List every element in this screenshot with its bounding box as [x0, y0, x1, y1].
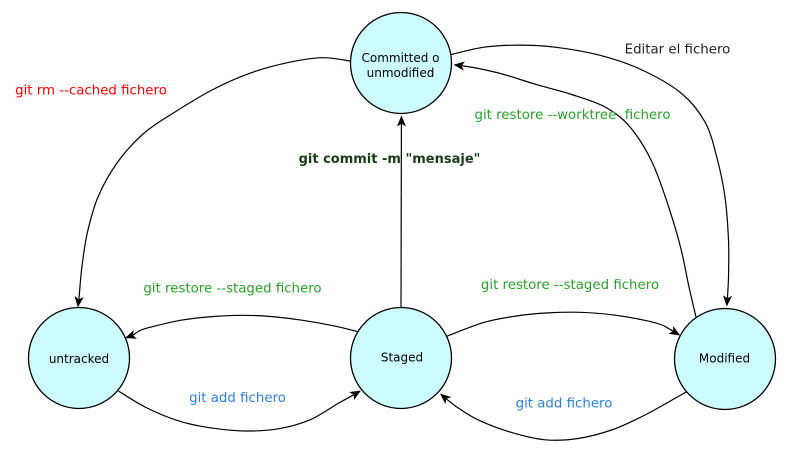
edge-rm-cached-label: git rm --cached fichero — [15, 83, 167, 98]
edge-restore-staged-left — [125, 314, 358, 339]
edge-restore-staged-right — [446, 311, 681, 337]
edge-add-left — [118, 390, 361, 432]
edge-editar-fichero — [450, 44, 733, 307]
edge-restore-worktree-label: git restore --worktree fichero — [474, 108, 670, 123]
edge-restore-staged-left-label: git restore --staged fichero — [143, 281, 321, 296]
edge-editar-fichero-arrowhead — [723, 295, 733, 307]
edge-editar-fichero-path — [450, 44, 730, 299]
node-labels-layer: Committed o unmodified untracked Staged … — [49, 51, 750, 366]
edge-restore-staged-right-arrowhead — [668, 325, 681, 336]
edge-rm-cached-arrowhead — [74, 296, 84, 308]
node-committed-circle — [349, 11, 453, 115]
edge-commit-arrowhead — [396, 115, 407, 127]
edge-restore-staged-right-label: git restore --staged fichero — [481, 278, 659, 293]
edge-add-left-label: git add fichero — [189, 391, 286, 406]
edge-restore-worktree — [453, 61, 697, 318]
edge-commit-label: git commit -m "mensaje" — [299, 152, 481, 167]
edge-rm-cached — [74, 57, 351, 308]
edge-commit — [396, 115, 407, 308]
edge-add-left-path — [118, 390, 355, 432]
edge-restore-staged-left-path — [132, 314, 358, 336]
node-committed-label-line2: unmodified — [367, 66, 435, 80]
nodes-layer — [27, 11, 777, 411]
node-modified-circle — [673, 307, 777, 411]
edge-restore-worktree-arrowhead — [453, 61, 465, 71]
edge-add-left-arrowhead — [349, 390, 361, 400]
edge-editar-fichero-label: Editar el fichero — [625, 42, 731, 57]
edge-restore-staged-left-arrowhead — [125, 330, 137, 339]
node-untracked-label: untracked — [49, 352, 109, 366]
edge-restore-staged-right-path — [446, 311, 674, 337]
node-staged-label: Staged — [381, 351, 423, 365]
node-staged-circle — [349, 306, 453, 410]
node-committed-label-line1: Committed o — [362, 51, 440, 65]
node-untracked-circle — [27, 306, 131, 410]
edge-add-right — [440, 390, 688, 441]
edges-layer — [74, 44, 733, 441]
edge-restore-worktree-path — [461, 65, 697, 318]
edge-add-right-path — [445, 390, 688, 441]
edge-add-right-label: git add fichero — [516, 397, 613, 412]
node-modified-label: Modified — [699, 352, 750, 366]
edge-labels-layer: git rm --cached fichero git commit -m "m… — [15, 42, 730, 411]
edge-rm-cached-path — [78, 57, 351, 300]
edge-add-right-arrowhead — [440, 393, 452, 405]
